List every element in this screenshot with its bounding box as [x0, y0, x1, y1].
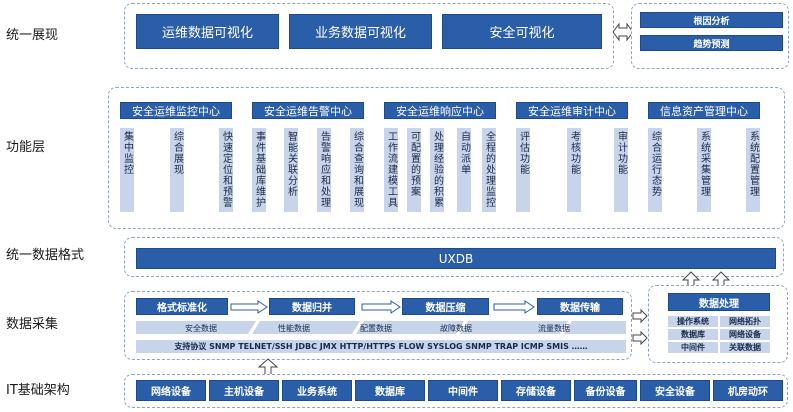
layer-label-function: 功能层 — [6, 140, 46, 155]
infra-business-system[interactable]: 业务系统 — [282, 380, 352, 401]
data-type-config: 配置数据 — [360, 324, 392, 333]
function-item[interactable]: 可配置的预案 — [407, 128, 421, 212]
function-item[interactable]: 系统采集管理 — [697, 128, 711, 212]
right-arrow-icon — [230, 300, 268, 314]
step-data-compress[interactable]: 数据压缩 — [402, 298, 489, 315]
data-type-security: 安全数据 — [185, 324, 217, 333]
center-alarm-title[interactable]: 安全运维告警中心 — [252, 102, 364, 119]
uxdb-bar[interactable]: UXDB — [136, 248, 776, 269]
processing-item: 关联数据 — [720, 342, 770, 353]
function-item[interactable]: 处理经验的积累 — [430, 128, 444, 212]
data-type-performance: 性能数据 — [278, 324, 310, 333]
step-format-standardize[interactable]: 格式标准化 — [136, 298, 228, 315]
processing-item: 网络拓扑 — [720, 316, 770, 327]
center-audit-title[interactable]: 安全运维审计中心 — [516, 102, 628, 119]
root-cause-analysis[interactable]: 根因分析 — [640, 12, 783, 28]
center-response-title[interactable]: 安全运维响应中心 — [384, 102, 496, 119]
ops-data-visualization[interactable]: 运维数据可视化 — [136, 14, 279, 49]
protocol-bar: 支持协议 SNMP TELNET/SSH JDBC JMX HTTP/HTTPS… — [136, 340, 626, 353]
layer-label-it-infra: IT基础架构 — [6, 383, 70, 398]
function-item[interactable]: 智能关联分析 — [284, 128, 298, 212]
function-item[interactable]: 集中监控 — [120, 128, 134, 212]
business-data-visualization[interactable]: 业务数据可视化 — [289, 14, 432, 49]
layer-label-data-collection: 数据采集 — [6, 317, 59, 332]
processing-item: 中间件 — [668, 342, 718, 353]
infra-host-device[interactable]: 主机设备 — [209, 380, 279, 401]
data-type-band — [136, 321, 626, 334]
trend-prediction[interactable]: 趋势预测 — [640, 35, 783, 51]
function-item[interactable]: 系统配置管理 — [746, 128, 760, 212]
center-monitor-title[interactable]: 安全运维监控中心 — [120, 102, 232, 119]
right-arrow-icon — [632, 330, 648, 346]
infra-network-device[interactable]: 网络设备 — [136, 380, 206, 401]
function-item[interactable]: 综合运行态势 — [648, 128, 662, 212]
function-item[interactable]: 事件基础库维护 — [252, 128, 266, 212]
security-visualization[interactable]: 安全可视化 — [442, 14, 602, 49]
function-item[interactable]: 综合展现 — [170, 128, 184, 212]
function-item[interactable]: 全程的处理监控 — [482, 128, 496, 212]
infra-middleware[interactable]: 中间件 — [428, 380, 498, 401]
function-item[interactable]: 快速定位和预警 — [219, 128, 233, 212]
infra-storage-device[interactable]: 存储设备 — [501, 380, 571, 401]
step-data-transmit[interactable]: 数据传输 — [537, 298, 623, 315]
infra-datacenter-env[interactable]: 机房动环 — [713, 380, 783, 401]
processing-title[interactable]: 数据处理 — [668, 293, 770, 311]
data-type-fault: 故障数据 — [440, 324, 472, 333]
processing-item: 操作系统 — [668, 316, 718, 327]
function-item[interactable]: 综合查询和展现 — [350, 128, 364, 212]
function-item[interactable]: 审计功能 — [614, 128, 628, 212]
processing-item: 网络设备 — [720, 329, 770, 340]
infra-backup-device[interactable]: 备份设备 — [574, 380, 637, 401]
infra-security-device[interactable]: 安全设备 — [640, 380, 710, 401]
function-item[interactable]: 自动派单 — [457, 128, 471, 212]
function-item[interactable]: 评估功能 — [516, 128, 530, 212]
center-asset-title[interactable]: 信息资产管理中心 — [648, 102, 760, 119]
layer-label-data-format: 统一数据格式 — [6, 248, 85, 263]
right-arrow-icon — [361, 300, 401, 314]
step-data-merge[interactable]: 数据归并 — [269, 298, 355, 315]
infra-database[interactable]: 数据库 — [355, 380, 425, 401]
function-item[interactable]: 考核功能 — [567, 128, 581, 212]
function-item[interactable]: 告警响应和处理 — [317, 128, 331, 212]
processing-item: 数据库 — [668, 329, 718, 340]
function-item[interactable]: 工作流建模工具 — [384, 128, 398, 212]
layer-label-display: 统一展现 — [6, 28, 59, 43]
right-arrow-icon — [493, 300, 535, 314]
right-arrow-icon — [632, 308, 648, 324]
data-type-traffic: 流量数据 — [538, 324, 570, 333]
